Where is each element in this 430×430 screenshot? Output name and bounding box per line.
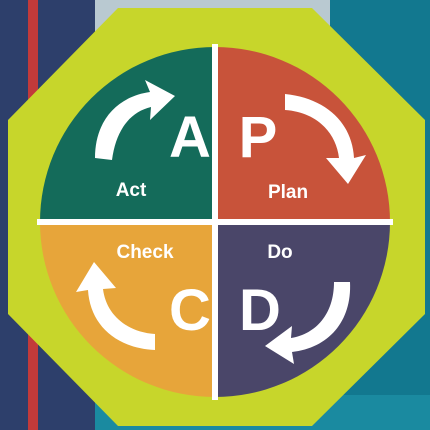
letter-do: D [239, 278, 281, 343]
label-plan: Plan [268, 182, 308, 203]
curved-arrow-down-right-icon [285, 94, 366, 184]
quadrant-check [40, 222, 215, 397]
curved-arrow-up-left-icon [76, 262, 155, 350]
pdca-circle [37, 44, 393, 400]
label-do: Do [267, 242, 292, 263]
curved-arrow-up-right-icon [95, 80, 175, 160]
quadrant-do [215, 222, 390, 397]
label-act: Act [116, 180, 147, 201]
quadrant-act [40, 47, 215, 222]
curved-arrow-down-left-icon [265, 282, 351, 364]
letter-act: A [169, 105, 211, 170]
label-check: Check [116, 242, 173, 263]
letter-plan: P [239, 105, 278, 170]
letter-check: C [169, 278, 211, 343]
